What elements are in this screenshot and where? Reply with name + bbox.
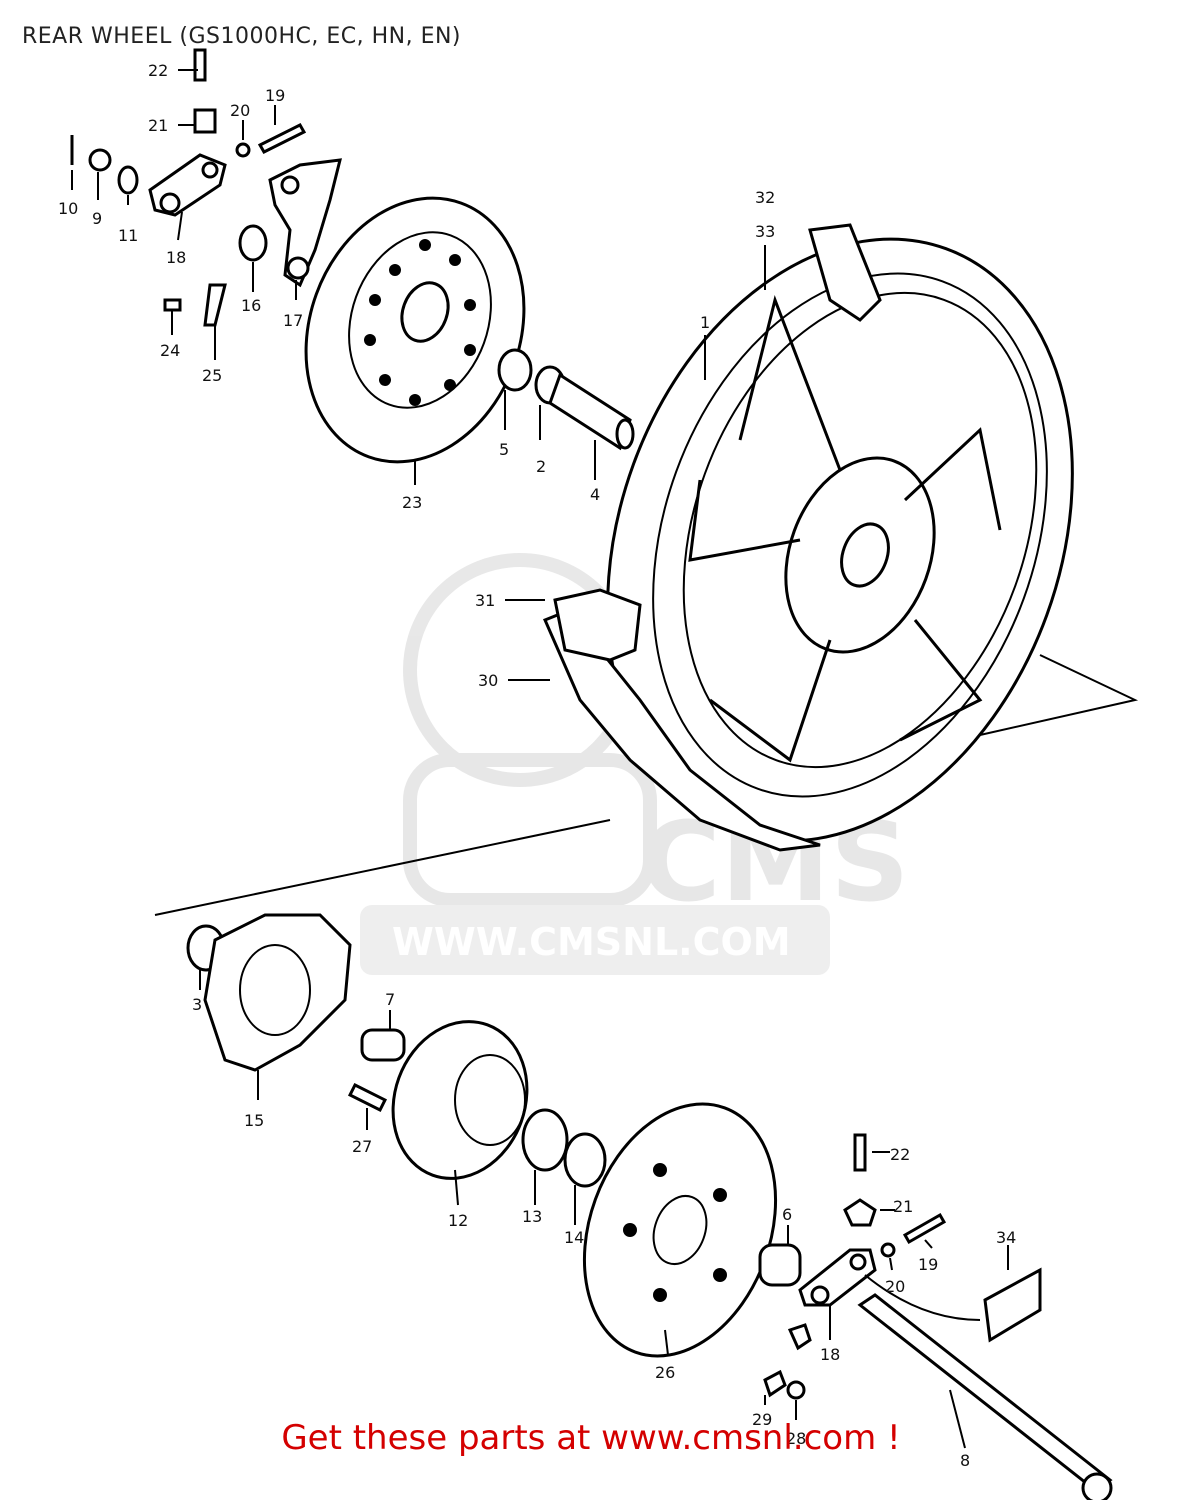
callout-21-lower: 21 [893,1197,913,1216]
callout-6: 6 [782,1205,792,1224]
callout-2: 2 [536,457,546,476]
callout-26: 26 [655,1363,675,1382]
callout-9: 9 [92,209,102,228]
callout-21-upper: 21 [148,116,168,135]
rear-sprocket [582,1102,778,1358]
callout-32: 32 [755,188,775,207]
brake-disc [304,196,526,464]
upper-hardware [70,48,307,327]
callout-34: 34 [996,1228,1016,1247]
callout-30: 30 [478,671,498,690]
axle-spacers [497,348,635,451]
callout-18-upper: 18 [166,248,186,267]
callout-15: 15 [244,1111,264,1130]
callout-13: 13 [522,1207,542,1226]
callout-11: 11 [118,226,138,245]
callout-24: 24 [160,341,180,360]
watermark-url-text: WWW.CMSNL.COM [392,920,791,964]
sprocket-carrier [391,1020,607,1188]
callout-28: 28 [786,1429,806,1448]
lower-hardware [758,1133,1113,1500]
callout-4: 4 [590,485,600,504]
callout-3: 3 [192,995,202,1014]
callout-22-upper: 22 [148,61,168,80]
callout-33: 33 [755,222,775,241]
callout-5: 5 [499,440,509,459]
callout-8: 8 [960,1451,970,1470]
callout-16: 16 [241,296,261,315]
callout-1: 1 [700,313,710,332]
callout-29: 29 [752,1410,772,1429]
alignment-lines [154,654,1139,916]
callout-19-lower: 19 [918,1255,938,1274]
cta-link[interactable]: Get these parts at www.cmsnl.com ! [281,1418,901,1458]
callout-17: 17 [283,311,303,330]
diagram-title: REAR WHEEL (GS1000HC, EC, HN, EN) [22,24,462,49]
torque-link-upper [148,153,227,217]
leader-lines [71,69,1009,1449]
callout-18-lower: 18 [820,1345,840,1364]
cush-drive-damper [186,913,352,1072]
callout-7: 7 [385,990,395,1009]
callout-12: 12 [448,1211,468,1230]
caliper-bracket [268,158,342,288]
callout-20-upper: 20 [230,101,250,120]
callout-20-lower: 20 [885,1277,905,1296]
callout-labels: 22 21 20 19 10 9 11 18 16 17 24 25 23 5 … [58,61,1016,1470]
rear-wheel [543,223,1074,852]
bushing-and-bolt [347,1028,406,1113]
callout-10: 10 [58,199,78,218]
call-to-action[interactable]: Get these parts at www.cmsnl.com ! [0,1418,1182,1458]
callout-22-lower: 22 [890,1145,910,1164]
callout-23: 23 [402,493,422,512]
callout-31: 31 [475,591,495,610]
callout-27: 27 [352,1137,372,1156]
callout-25: 25 [202,366,222,385]
cms-watermark: CMS WWW.CMSNL.COM [360,553,909,975]
callout-19-upper: 19 [265,86,285,105]
callout-14: 14 [564,1228,584,1247]
